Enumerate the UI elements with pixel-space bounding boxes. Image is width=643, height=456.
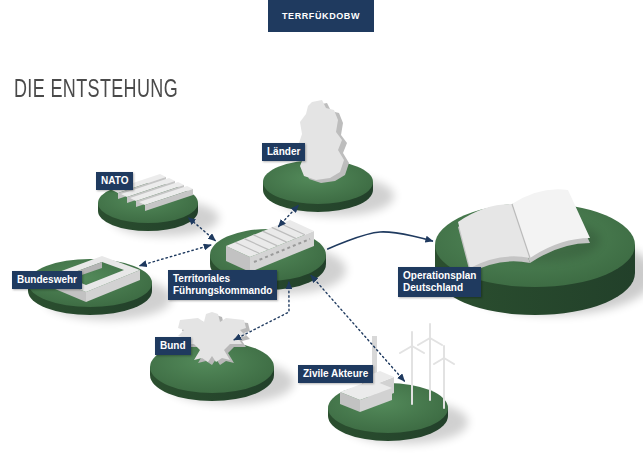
diagram-title: DIE ENTSTEHUNG — [14, 74, 178, 102]
disc-node: Zivile Akteure — [328, 383, 448, 433]
disc-node: Bundeswehr — [28, 259, 152, 307]
disc-node: Bund — [150, 341, 274, 393]
bund-disc — [150, 312, 294, 404]
node-label: Operationsplan Deutschland — [398, 267, 481, 297]
node-label: Territoriales Führungskommando — [168, 270, 277, 300]
flow-arrow — [328, 232, 433, 249]
disc-node: Operationsplan Deutschland — [435, 203, 635, 287]
disc-node: Territoriales Führungskommando — [210, 229, 326, 281]
node-label: NATO — [96, 172, 133, 190]
node-label: Bundeswehr — [12, 271, 82, 289]
exchange-arrow — [189, 218, 216, 241]
exchange-arrow — [279, 205, 299, 226]
node-label: Zivile Akteure — [298, 365, 373, 383]
node-label: Bund — [155, 337, 191, 355]
disc-node: NATO — [98, 183, 198, 223]
civil-disc — [328, 324, 468, 444]
section-tag: TERRFÜKDOBW — [268, 0, 374, 32]
laender-disc — [263, 100, 394, 216]
node-label: Länder — [262, 143, 305, 161]
disc-node: Länder — [263, 160, 373, 204]
exchange-arrow — [140, 245, 211, 266]
